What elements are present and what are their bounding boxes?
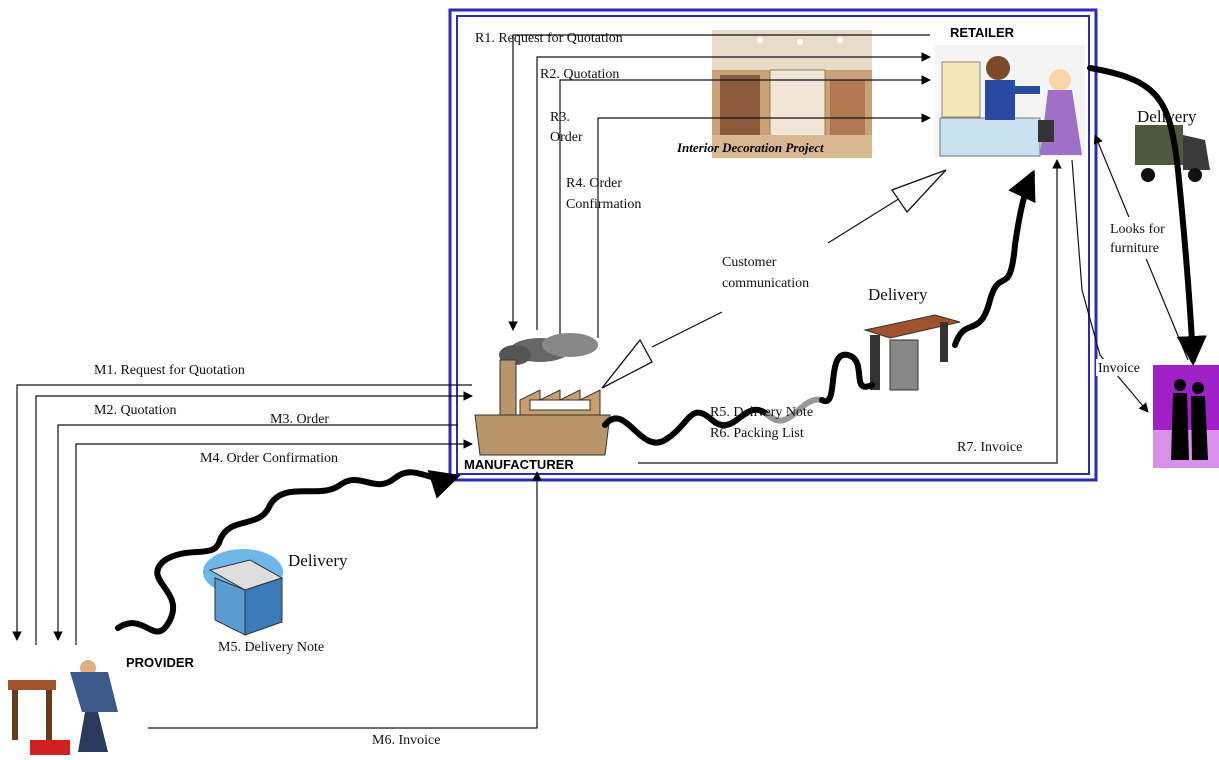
looks-label-bg — [1106, 217, 1178, 259]
manufacturer-label: MANUFACTURER — [464, 457, 574, 472]
m6-line — [148, 471, 542, 729]
m5-label: M5. Delivery Note — [218, 640, 324, 655]
r4-label: R4. Order — [566, 176, 622, 191]
customers-icon — [1153, 365, 1219, 468]
delivery-provider-label: Delivery — [288, 551, 348, 570]
m2-label: M2. Quotation — [94, 403, 176, 418]
desk-icon — [863, 314, 961, 391]
r1-label: R1. Request for Quotation — [475, 31, 623, 46]
r5-label: R5. Delivery Note — [710, 405, 813, 420]
retail-frame — [448, 8, 1098, 482]
delivery-mid-label: Delivery — [868, 285, 928, 304]
truck-delivery-arrow — [1087, 65, 1207, 366]
r7-line — [638, 159, 1062, 464]
invoice-customer-label: Invoice — [1098, 361, 1140, 376]
m1-label: M1. Request for Quotation — [94, 363, 245, 378]
file-drawer-icon — [203, 549, 284, 636]
r3-label: R3. — [550, 110, 570, 125]
retail-counter-icon — [935, 45, 1085, 157]
customer-communication-arrow — [601, 169, 947, 389]
customer-comm-label-2: communication — [722, 276, 809, 291]
customer-comm-label-1: Customer — [722, 255, 777, 270]
m3-label: M3. Order — [270, 412, 329, 427]
factory-icon — [474, 333, 611, 456]
room-photo-icon — [712, 30, 872, 158]
r7-label: R7. Invoice — [957, 440, 1022, 455]
delivery-wave-provider — [115, 469, 461, 635]
retail-order-lines — [508, 34, 931, 338]
m6-label: M6. Invoice — [372, 733, 440, 748]
invoice-customer-arrow — [1071, 159, 1149, 413]
invoice-label-bg — [1096, 359, 1146, 376]
r6-label: R6. Packing List — [710, 426, 804, 441]
delivery-wave-retail — [602, 169, 1036, 446]
retailer-label: RETAILER — [950, 25, 1015, 40]
looks-label-1: Looks for — [1110, 222, 1165, 237]
r4-label-2: Confirmation — [566, 197, 641, 212]
worker-icon — [8, 660, 118, 755]
provider-label: PROVIDER — [126, 655, 195, 670]
r2-label: R2. Quotation — [540, 67, 619, 82]
looks-label-2: furniture — [1110, 241, 1159, 256]
interior-project-label: Interior Decoration Project — [676, 140, 824, 155]
r3-label-2: Order — [550, 130, 583, 145]
m4-label: M4. Order Confirmation — [200, 451, 338, 466]
manufacturer-order-lines — [12, 384, 473, 645]
